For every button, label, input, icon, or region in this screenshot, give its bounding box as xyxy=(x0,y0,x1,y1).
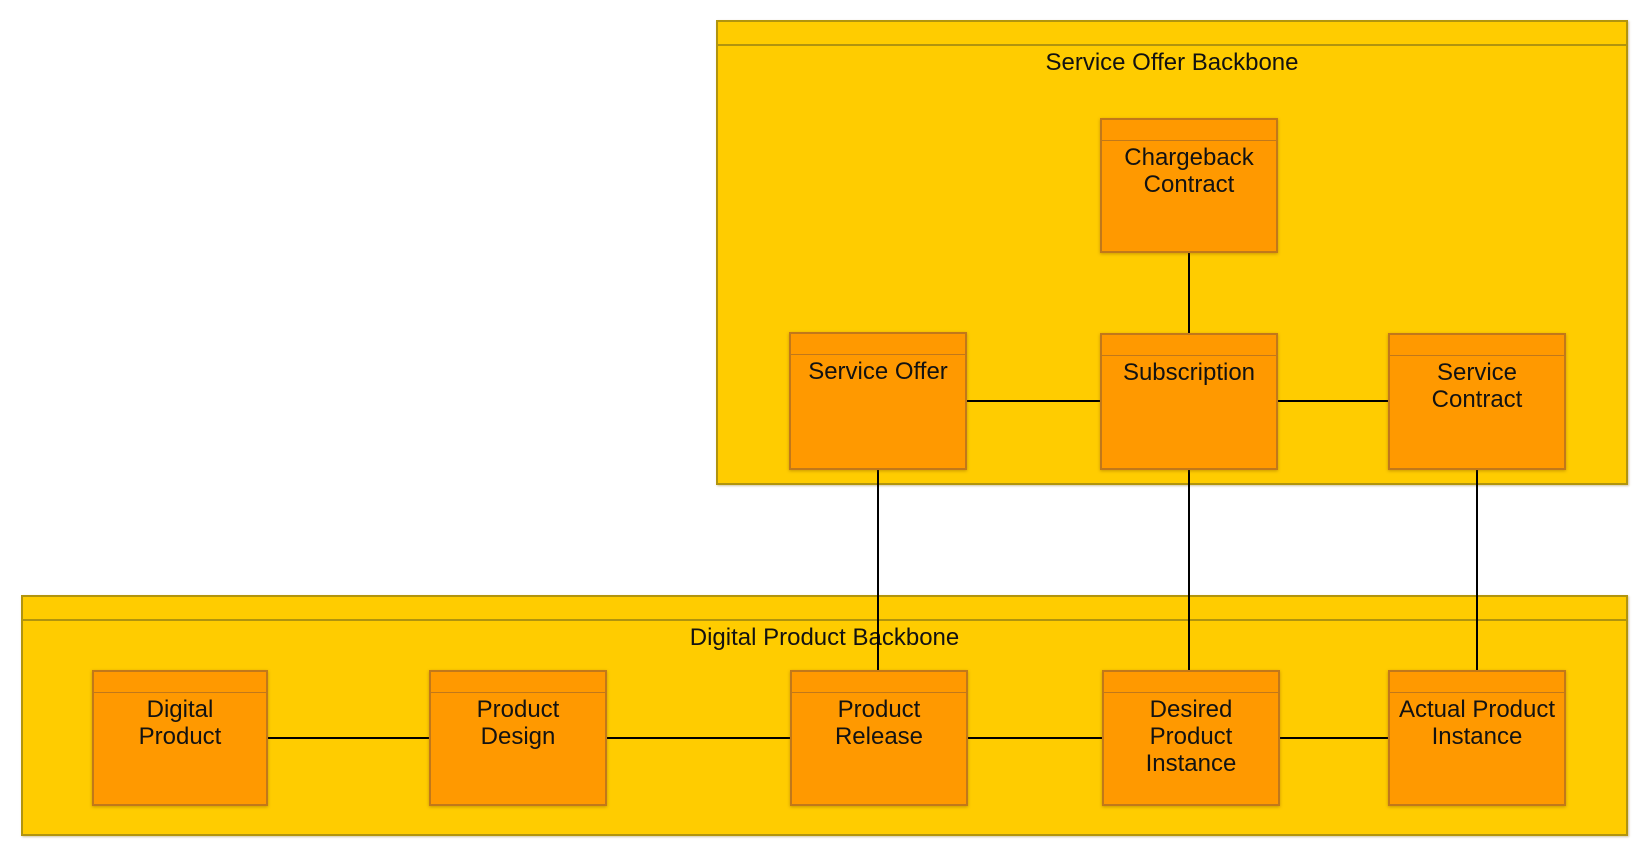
group-title: Digital Product Backbone xyxy=(689,624,960,651)
node-header-strip xyxy=(791,334,965,355)
node-label: Chargeback Contract xyxy=(1124,144,1254,198)
edge-subscription--service-contract[interactable] xyxy=(1278,400,1388,402)
edge-product-design--product-release[interactable] xyxy=(607,737,790,739)
node-product-design[interactable]: Product Design xyxy=(429,670,607,806)
node-header-strip xyxy=(1102,335,1276,356)
node-actual-product-instance[interactable]: Actual Product Instance xyxy=(1388,670,1566,806)
node-header-strip xyxy=(431,672,605,693)
node-label: Actual Product Instance xyxy=(1398,696,1556,750)
edge-product-release--desired-product-instance[interactable] xyxy=(968,737,1102,739)
node-header-strip xyxy=(94,672,266,693)
node-label: Product Release xyxy=(834,696,924,750)
node-header-strip xyxy=(1104,672,1278,693)
node-label: Service Offer xyxy=(808,358,948,385)
node-header-strip xyxy=(1390,672,1564,693)
node-subscription[interactable]: Subscription xyxy=(1100,333,1278,470)
group-header-strip xyxy=(718,22,1626,46)
edge-service-contract--actual-product-instance[interactable] xyxy=(1476,470,1478,670)
edge-subscription--desired-product-instance[interactable] xyxy=(1188,470,1190,670)
group-title: Service Offer Backbone xyxy=(1045,49,1299,76)
node-desired-product-instance[interactable]: Desired Product Instance xyxy=(1102,670,1280,806)
node-label: Digital Product xyxy=(138,696,222,750)
node-service-contract[interactable]: Service Contract xyxy=(1388,333,1566,470)
group-header-strip xyxy=(23,597,1626,621)
edge-service-offer--subscription[interactable] xyxy=(966,400,1100,402)
node-chargeback-contract[interactable]: Chargeback Contract xyxy=(1100,118,1278,253)
node-label: Subscription xyxy=(1122,359,1256,386)
node-product-release[interactable]: Product Release xyxy=(790,670,968,806)
node-header-strip xyxy=(1390,335,1564,356)
node-header-strip xyxy=(1102,120,1276,141)
node-label: Service Contract xyxy=(1431,359,1523,413)
edge-chargeback-contract--subscription[interactable] xyxy=(1188,253,1190,333)
node-label: Product Design xyxy=(476,696,560,750)
edge-service-offer--product-release[interactable] xyxy=(877,470,879,670)
edge-desired-product-instance--actual-product-instance[interactable] xyxy=(1280,737,1388,739)
node-label: Desired Product Instance xyxy=(1145,696,1237,777)
node-digital-product[interactable]: Digital Product xyxy=(92,670,268,806)
node-service-offer[interactable]: Service Offer xyxy=(789,332,967,470)
node-header-strip xyxy=(792,672,966,693)
edge-digital-product--product-design[interactable] xyxy=(268,737,429,739)
